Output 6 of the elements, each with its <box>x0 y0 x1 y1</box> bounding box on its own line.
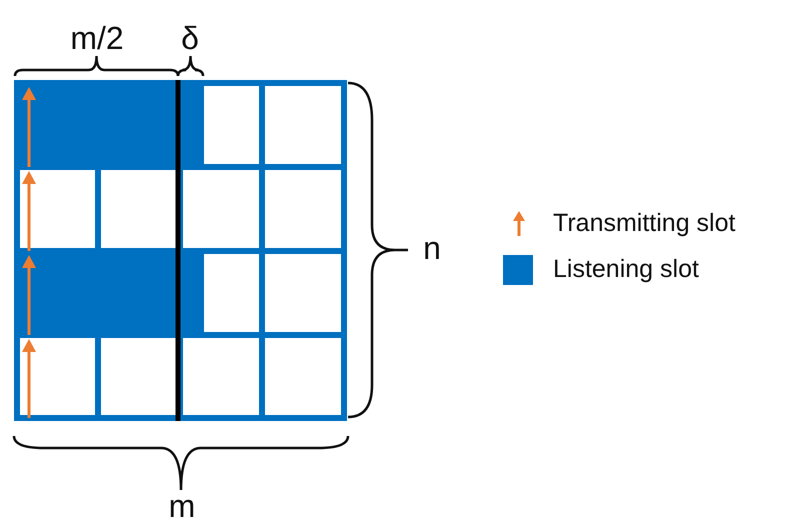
legend-label: Transmitting slot <box>553 211 736 236</box>
dimension-label: δ <box>181 22 199 54</box>
dimension-label: n <box>423 232 441 264</box>
dimension-label: m/2 <box>70 22 124 54</box>
dimension-label: m <box>168 490 196 522</box>
legend-label: Listening slot <box>553 257 699 282</box>
